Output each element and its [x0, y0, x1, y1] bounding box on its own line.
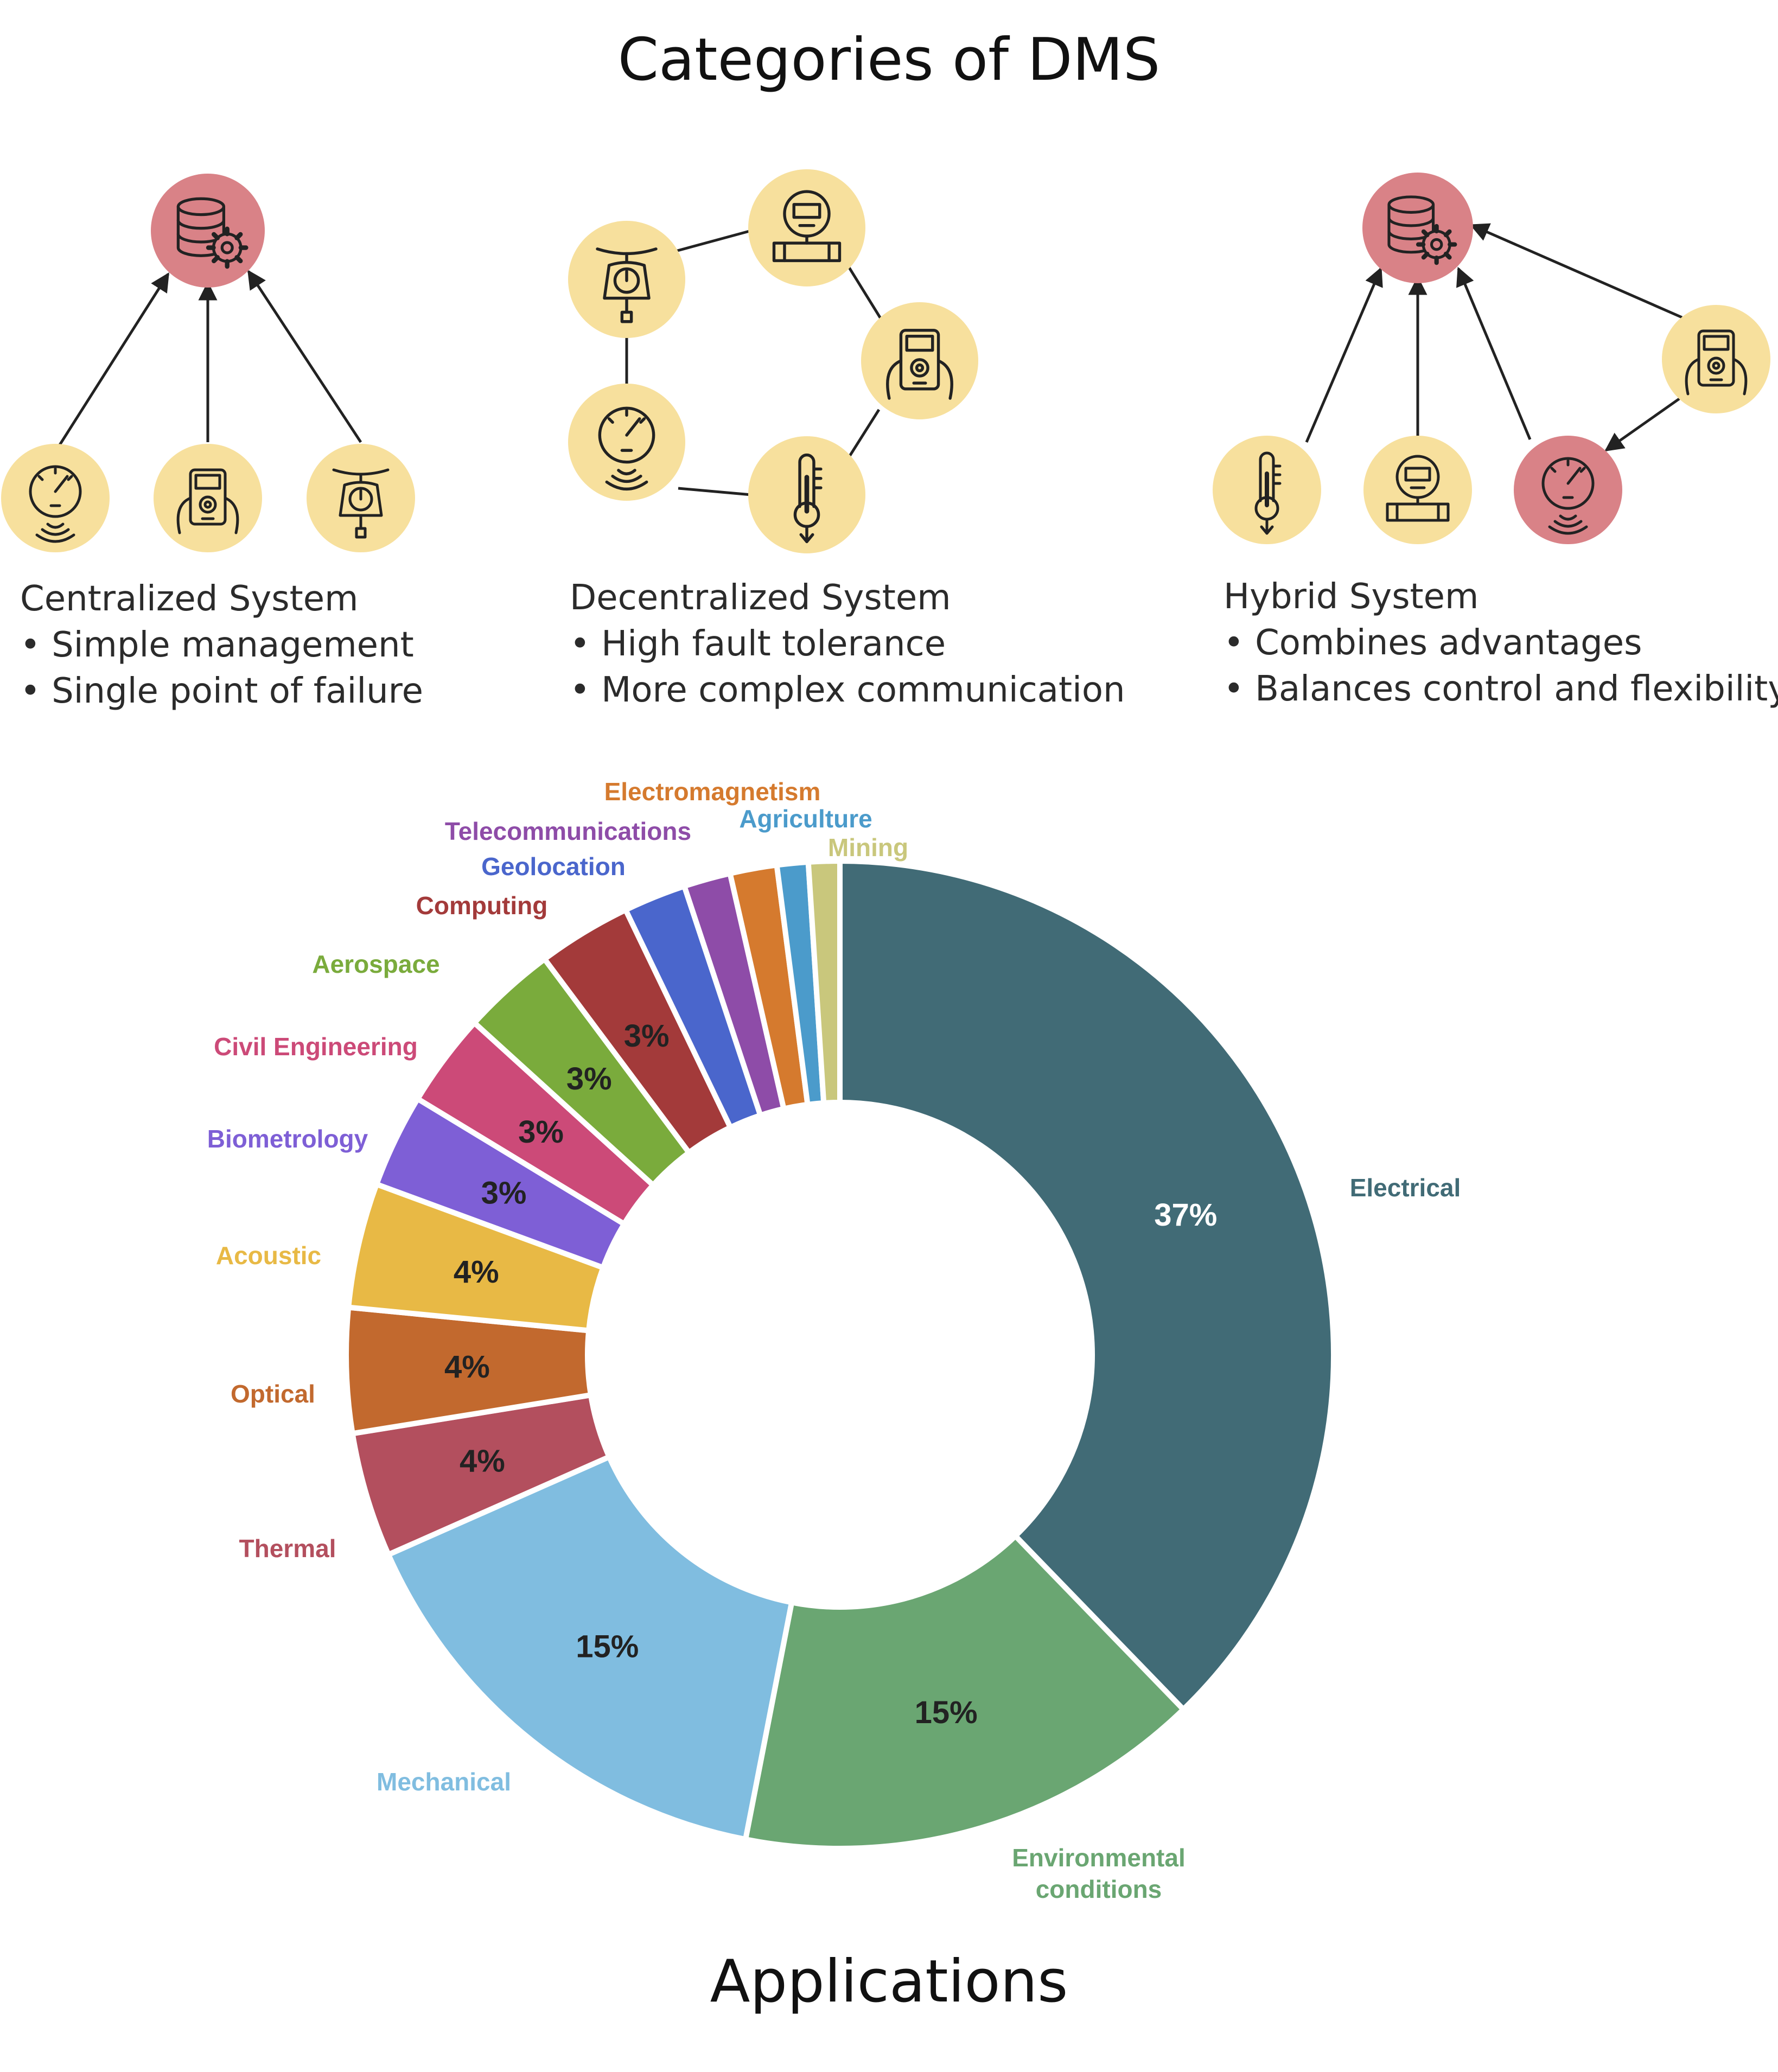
category-label: Telecommunications	[445, 817, 691, 845]
pressure-gauge-icon	[1, 444, 110, 552]
value-label: 3%	[481, 1176, 527, 1211]
system-name: Centralized System	[20, 579, 359, 619]
system-bullet: • Balances control and flexibility	[1223, 669, 1778, 709]
slice-environmental-conditions	[742, 1532, 1188, 1851]
category-label: Mining	[828, 833, 908, 862]
value-label: 4%	[454, 1254, 499, 1290]
value-label: 37%	[1154, 1197, 1217, 1233]
arrow	[1305, 266, 1383, 443]
category-label: Computing	[416, 891, 548, 920]
scale-icon	[307, 444, 415, 552]
category-label: Environmental	[1012, 1844, 1186, 1872]
value-label: 4%	[460, 1444, 505, 1479]
system-name: Hybrid System	[1223, 577, 1479, 617]
system-bullet: • Single point of failure	[20, 671, 423, 711]
value-label: 3%	[518, 1114, 564, 1150]
value-label: 4%	[444, 1349, 490, 1385]
multimeter-icon	[1662, 305, 1770, 413]
category-label: Mechanical	[377, 1768, 511, 1796]
category-label: Civil Engineering	[214, 1032, 418, 1061]
arrow	[1456, 266, 1532, 440]
value-label: 3%	[566, 1061, 612, 1096]
category-label: Aerospace	[312, 950, 439, 978]
system-bullet: • High fault tolerance	[570, 624, 946, 664]
footer-title: Applications	[710, 1948, 1068, 2016]
category-label: Electromagnetism	[604, 777, 821, 806]
multimeter-icon	[154, 444, 262, 552]
arrow	[1469, 223, 1683, 319]
system-name: Decentralized System	[570, 578, 951, 618]
hybrid-system-label: Hybrid System • Combines advantages • Ba…	[1223, 574, 1778, 712]
category-label: conditions	[1036, 1875, 1162, 1903]
category-label: Acoustic	[216, 1241, 321, 1270]
decentralized-diagram	[568, 169, 978, 553]
pressure-gauge-icon	[568, 384, 685, 501]
category-label: Thermal	[239, 1534, 336, 1563]
arrow	[1604, 397, 1680, 452]
flow-meter-icon	[1363, 436, 1472, 544]
thermometer-icon	[1213, 436, 1321, 544]
system-bullet: • Combines advantages	[1223, 623, 1642, 663]
pressure-gauge-icon	[1514, 436, 1622, 544]
system-bullet: • Simple management	[20, 625, 414, 665]
multimeter-icon	[861, 302, 978, 419]
category-label: Geolocation	[481, 852, 626, 881]
database-gear-icon	[151, 174, 265, 288]
decentralized-system-label: Decentralized System • High fault tolera…	[570, 575, 1125, 713]
centralized-system-label: Centralized System • Simple management •…	[20, 576, 423, 715]
value-label: 3%	[624, 1018, 670, 1054]
category-label: Agriculture	[739, 805, 872, 833]
slice-electrical	[837, 858, 1336, 1713]
slice-mining	[805, 858, 843, 1106]
hybrid-diagram	[1213, 173, 1770, 544]
scale-icon	[568, 221, 685, 338]
page-title: Categories of DMS	[617, 26, 1161, 94]
system-bullet: • More complex communication	[570, 670, 1125, 710]
slice-mechanical	[385, 1453, 795, 1843]
category-label: Optical	[231, 1380, 315, 1408]
flow-meter-icon	[748, 169, 865, 286]
value-label: 15%	[576, 1629, 639, 1665]
database-gear-icon	[1362, 173, 1473, 283]
category-label: Electrical	[1350, 1174, 1461, 1202]
centralized-diagram	[1, 174, 415, 552]
category-label: Biometrology	[207, 1125, 368, 1153]
arrow	[247, 270, 362, 443]
dms-categories-diagram	[1, 169, 1770, 553]
arrow	[58, 272, 170, 446]
thermometer-icon	[748, 436, 865, 553]
value-label: 15%	[915, 1695, 978, 1730]
